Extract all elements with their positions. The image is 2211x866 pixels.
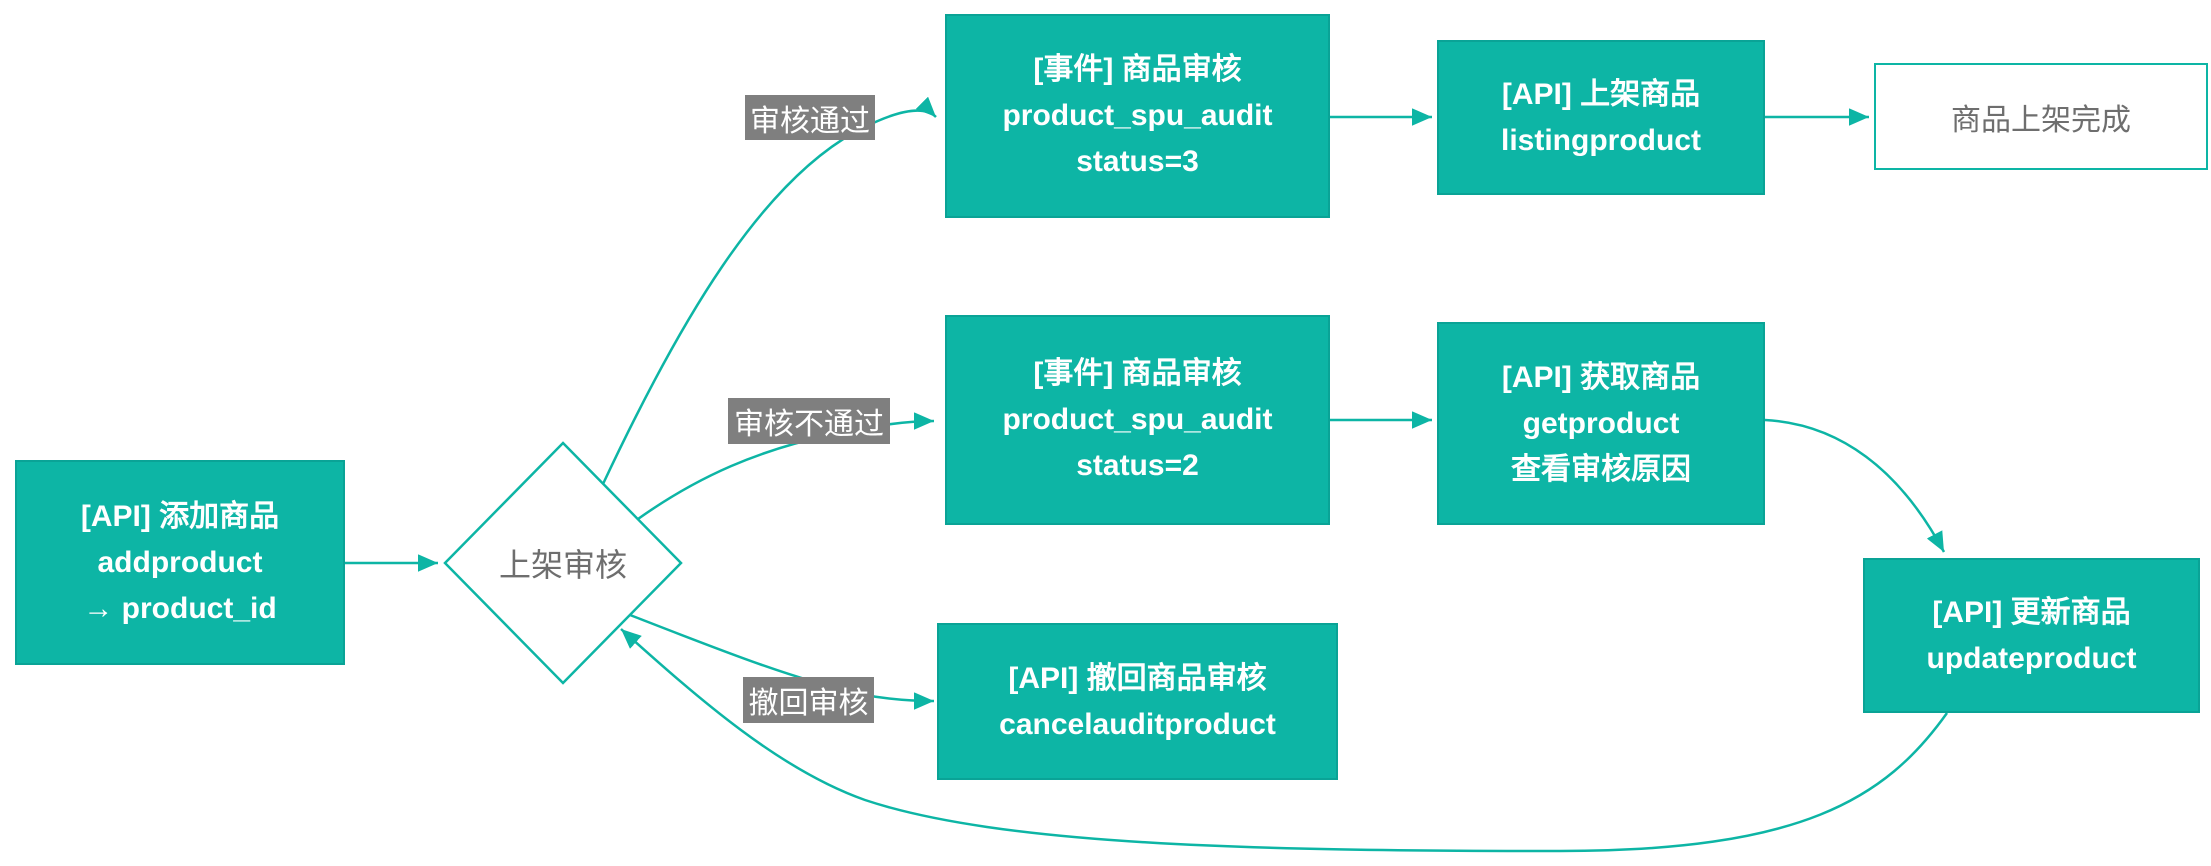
node-event-fail-line: [事件] 商品审核 xyxy=(1033,357,1242,390)
node-cancelauditproduct-line: cancelauditproduct xyxy=(999,707,1276,741)
node-event-fail: [事件] 商品审核 product_spu_audit status=2 xyxy=(945,315,1330,525)
node-addproduct-line: → product_id xyxy=(83,591,277,625)
node-listingproduct-line: [API] 上架商品 xyxy=(1501,77,1701,111)
node-updateproduct-line: [API] 更新商品 xyxy=(1932,595,2131,629)
node-cancelauditproduct-line: [API] 撤回商品审核 xyxy=(1008,661,1267,695)
node-updateproduct-line: updateproduct xyxy=(1926,641,2137,675)
audit-diamond-shape xyxy=(443,441,683,685)
edge-getproduct-to-update xyxy=(1764,418,1946,553)
node-getproduct-line: [API] 获取商品 xyxy=(1501,360,1701,394)
node-event-fail-line: product_spu_audit xyxy=(1002,403,1273,436)
edge-label-fail: 审核不通过 xyxy=(728,398,890,444)
node-event-pass-line: [事件] 商品审核 xyxy=(1033,53,1242,86)
node-addproduct-line: addproduct xyxy=(97,545,263,579)
edge-label-pass: 审核通过 xyxy=(745,95,875,140)
node-listingproduct-line: listingproduct xyxy=(1501,123,1701,157)
node-event-pass: [事件] 商品审核 product_spu_audit status=3 xyxy=(945,14,1330,218)
node-listingproduct: [API] 上架商品 listingproduct xyxy=(1437,40,1765,195)
edge-audit-to-event-pass xyxy=(601,96,937,485)
audit-diamond-text: 上架审核 xyxy=(498,547,627,583)
node-cancelauditproduct: [API] 撤回商品审核 cancelauditproduct xyxy=(937,623,1338,780)
edge-label-cancel: 撤回审核 xyxy=(743,677,874,723)
node-event-pass-line: status=3 xyxy=(1076,145,1199,178)
node-event-pass-line: product_spu_audit xyxy=(1002,99,1273,132)
node-audit-diamond-label: 上架审核 xyxy=(445,443,681,683)
node-updateproduct: [API] 更新商品 updateproduct xyxy=(1863,558,2200,713)
node-listing-done-label: 商品上架完成 xyxy=(1951,103,2131,137)
node-addproduct: [API] 添加商品 addproduct → product_id xyxy=(15,460,345,665)
node-getproduct-line: 查看审核原因 xyxy=(1511,452,1691,486)
node-event-fail-line: status=2 xyxy=(1076,449,1199,482)
node-getproduct-line: getproduct xyxy=(1522,406,1680,440)
node-addproduct-line: [API] 添加商品 xyxy=(80,499,280,533)
edge-update-back-to-audit xyxy=(620,628,1949,853)
node-getproduct: [API] 获取商品 getproduct 查看审核原因 xyxy=(1437,322,1765,525)
node-listing-done: 商品上架完成 xyxy=(1874,63,2208,170)
